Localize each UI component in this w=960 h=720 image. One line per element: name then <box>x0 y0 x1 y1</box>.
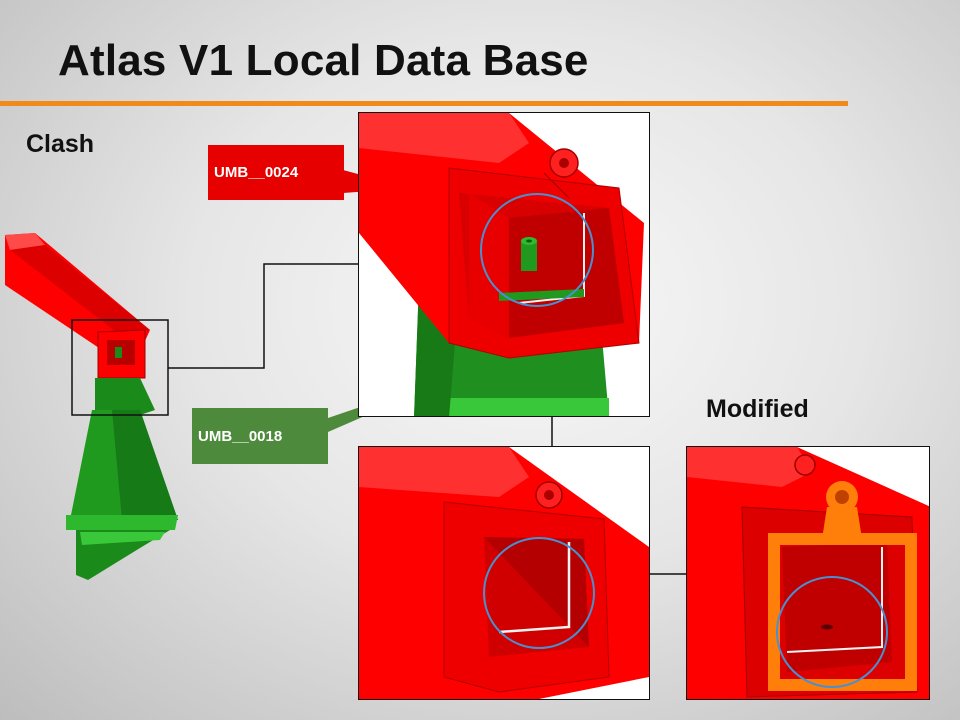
clash-label: Clash <box>26 130 95 158</box>
callout-red-text: UMB__0024 <box>214 164 299 181</box>
clash-highlight-circle <box>480 193 594 307</box>
modified-highlight-circle <box>776 576 888 688</box>
modified-panel <box>686 446 930 700</box>
slide-title: Atlas V1 Local Data Base <box>58 36 589 85</box>
clash-cleared-view <box>359 447 649 699</box>
title-underline <box>0 101 848 106</box>
callout-green-text: UMB__0018 <box>198 427 283 445</box>
clash-detail-panel <box>358 112 650 417</box>
modified-view <box>687 447 929 699</box>
clash-detail-view <box>359 113 644 416</box>
callout-green-box: UMB__0018 <box>192 408 328 464</box>
callout-red-box: UMB__0024 <box>208 145 344 200</box>
overview-assembly <box>5 233 178 580</box>
clash-cleared-panel <box>358 446 650 700</box>
connector-lines <box>168 263 687 575</box>
cleared-highlight-circle <box>483 537 595 649</box>
modified-label: Modified <box>706 395 809 423</box>
